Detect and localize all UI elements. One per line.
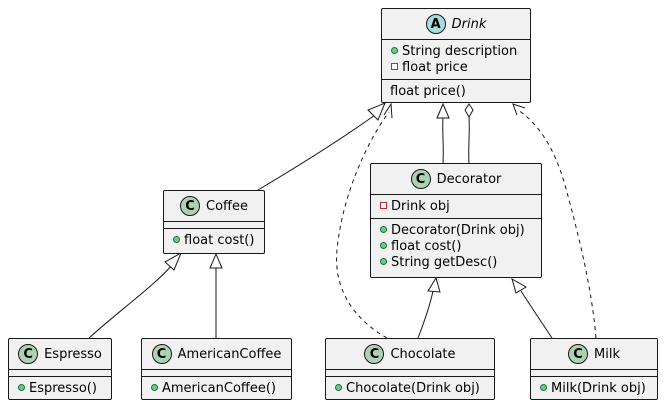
class-badge-icon: C [151,344,172,364]
attributes-section [9,370,111,377]
class-decorator[interactable]: C Decorator Drink obj Decorator(Drink ob… [370,163,542,278]
class-name: Coffee [206,198,248,214]
class-milk[interactable]: C Milk Milk(Drink obj) [530,338,658,400]
attributes-section: Drink obj [371,195,541,219]
arrowhead-chocolate-decorator [427,276,441,293]
public-visibility-icon [150,380,160,396]
edge-chocolate-drink [336,111,390,339]
class-americancoffee[interactable]: C AmericanCoffee AmericanCoffee() [141,338,292,400]
arrowhead-chocolate-drink [383,102,393,119]
methods-section: float cost() [164,229,264,252]
arrowhead-decorator-drink-inherit [436,102,450,119]
class-name: Chocolate [390,346,456,362]
method: Chocolate(Drink obj) [334,380,488,396]
class-espresso[interactable]: C Espresso Espresso() [8,338,112,400]
class-header: C Coffee [164,191,264,222]
class-name: AmericanCoffee [177,346,282,362]
class-coffee[interactable]: C Coffee float cost() [163,190,265,254]
edge-chocolate-decorator [417,290,434,339]
public-visibility-icon [379,222,389,238]
class-chocolate[interactable]: C Chocolate Chocolate(Drink obj) [325,338,495,400]
public-visibility-icon [17,380,27,396]
attributes-section: String description float price [382,40,530,80]
private-visibility-icon [379,198,389,214]
class-badge-icon: C [568,344,589,364]
method: Decorator(Drink obj) [379,222,535,238]
abstract-class-badge-icon: A [425,14,446,34]
method: Espresso() [17,380,105,396]
method: float cost() [172,232,258,248]
methods-section: float price() [382,80,530,103]
method: float cost() [379,238,535,254]
class-name: Milk [594,346,620,362]
attributes-section [142,370,291,377]
method: float price() [390,83,466,99]
class-header: C Chocolate [326,339,494,370]
arrowhead-espresso-coffee [164,251,183,271]
attribute: String description [390,43,524,59]
edge-coffee-drink [257,114,376,191]
methods-section: Decorator(Drink obj) float cost() String… [371,219,541,274]
class-header: C Decorator [371,164,541,195]
edge-milk-drink [517,109,597,339]
method: String getDesc() [379,254,535,270]
attribute: Drink obj [379,198,535,214]
public-visibility-icon [172,232,182,248]
class-badge-icon: C [410,169,431,189]
arrowhead-milk-decorator [511,277,527,294]
class-name: Drink [451,16,487,32]
class-badge-icon: C [364,344,385,364]
class-header: C Espresso [9,339,111,370]
method: Milk(Drink obj) [539,380,651,396]
edge-milk-decorator [520,290,553,339]
class-badge-icon: C [18,344,39,364]
class-drink[interactable]: A Drink String description float price f… [381,8,531,103]
class-name: Espresso [44,346,102,362]
methods-section: Chocolate(Drink obj) [326,377,494,400]
class-name: Decorator [436,171,502,187]
attributes-section [326,370,494,377]
class-header: C AmericanCoffee [142,339,291,370]
edge-decorator-drink-inherit [442,117,444,164]
diamond-decorator-drink [464,103,474,119]
arrowhead-coffee-drink [367,102,386,121]
methods-section: AmericanCoffee() [142,377,291,400]
public-visibility-icon [379,254,389,270]
edge-decorator-drink-aggregate [468,116,470,164]
public-visibility-icon [334,380,344,396]
method: AmericanCoffee() [150,380,285,396]
class-header: A Drink [382,9,530,40]
public-visibility-icon [539,380,549,396]
edge-espresso-coffee [88,264,173,339]
class-header: C Milk [531,339,657,370]
methods-section: Espresso() [9,377,111,400]
public-visibility-icon [390,43,400,59]
arrowhead-milk-drink [512,103,526,116]
attribute: float price [390,59,524,75]
arrowhead-americancoffee-coffee [209,252,223,269]
attributes-section [164,222,264,229]
private-visibility-icon [390,59,400,75]
public-visibility-icon [379,238,389,254]
methods-section: Milk(Drink obj) [531,377,657,400]
attributes-section [531,370,657,377]
class-badge-icon: C [180,196,200,216]
